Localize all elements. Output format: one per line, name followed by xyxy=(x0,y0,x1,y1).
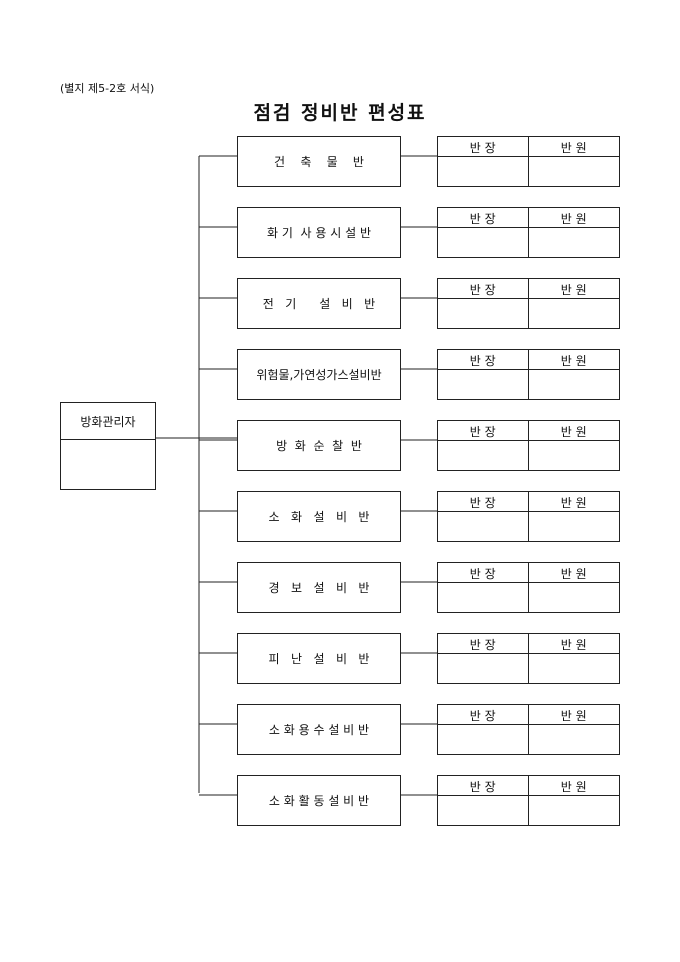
team-name: 화 기 사 용 시 설 반 xyxy=(267,226,371,240)
leader-header: 반 장 xyxy=(438,634,529,654)
team-name: 방 화 순 찰 반 xyxy=(276,439,362,453)
team-box: 소 화 활 동 설 비 반 xyxy=(237,775,401,826)
leader-header: 반 장 xyxy=(438,137,529,157)
members-cell[interactable] xyxy=(529,654,620,683)
team-box: 위험물,가연성가스설비반 xyxy=(237,349,401,400)
members-cell[interactable] xyxy=(529,796,620,825)
leader-header: 반 장 xyxy=(438,492,529,512)
page-title-text: 점검 정비반 편성표 xyxy=(253,102,427,124)
team-box: 건 축 물 반 xyxy=(237,136,401,187)
members-header: 반 원 xyxy=(528,279,619,299)
page-title: 점검 정비반 편성표 xyxy=(0,98,680,125)
members-header: 반 원 xyxy=(528,137,619,157)
leader-cell[interactable] xyxy=(438,441,529,470)
leader-cell[interactable] xyxy=(438,583,529,612)
leader-header: 반 장 xyxy=(438,563,529,583)
leader-header: 반 장 xyxy=(438,705,529,725)
team-name: 전 기 설 비 반 xyxy=(262,297,376,311)
form-label: (별지 제5-2호 서식) xyxy=(60,82,155,95)
leader-cell[interactable] xyxy=(438,228,529,257)
leader-header: 반 장 xyxy=(438,208,529,228)
team-name: 소 화 설 비 반 xyxy=(268,510,370,524)
members-header: 반 원 xyxy=(528,776,619,796)
team-name: 소 화 활 동 설 비 반 xyxy=(268,794,370,808)
team-box: 경 보 설 비 반 xyxy=(237,562,401,613)
leader-cell[interactable] xyxy=(438,299,529,328)
team-box: 화 기 사 용 시 설 반 xyxy=(237,207,401,258)
leader-cell[interactable] xyxy=(438,654,529,683)
leader-cell[interactable] xyxy=(438,725,529,754)
team-box: 소 화 설 비 반 xyxy=(237,491,401,542)
members-cell[interactable] xyxy=(529,512,620,541)
team-name: 위험물,가연성가스설비반 xyxy=(256,368,382,382)
team-box: 소 화 용 수 설 비 반 xyxy=(237,704,401,755)
members-cell[interactable] xyxy=(529,370,620,399)
members-cell[interactable] xyxy=(529,441,620,470)
manager-box: 방화관리자 xyxy=(60,402,156,490)
members-header: 반 원 xyxy=(528,705,619,725)
members-header: 반 원 xyxy=(528,350,619,370)
members-cell[interactable] xyxy=(529,583,620,612)
team-box: 피 난 설 비 반 xyxy=(237,633,401,684)
members-cell[interactable] xyxy=(529,725,620,754)
team-name: 피 난 설 비 반 xyxy=(268,652,370,666)
leader-cell[interactable] xyxy=(438,157,529,186)
leader-header: 반 장 xyxy=(438,776,529,796)
leader-header: 반 장 xyxy=(438,350,529,370)
team-name: 건 축 물 반 xyxy=(274,155,364,169)
members-header: 반 원 xyxy=(528,634,619,654)
members-cell[interactable] xyxy=(529,157,620,186)
leader-header: 반 장 xyxy=(438,421,529,441)
members-header: 반 원 xyxy=(528,208,619,228)
members-cell[interactable] xyxy=(529,299,620,328)
members-cell[interactable] xyxy=(529,228,620,257)
team-box: 전 기 설 비 반 xyxy=(237,278,401,329)
leader-cell[interactable] xyxy=(438,370,529,399)
team-box: 방 화 순 찰 반 xyxy=(237,420,401,471)
members-header: 반 원 xyxy=(528,492,619,512)
members-header: 반 원 xyxy=(528,421,619,441)
team-name: 경 보 설 비 반 xyxy=(268,581,370,595)
leader-header: 반 장 xyxy=(438,279,529,299)
manager-label: 방화관리자 xyxy=(61,403,155,440)
leader-cell[interactable] xyxy=(438,512,529,541)
team-name: 소 화 용 수 설 비 반 xyxy=(268,723,370,737)
members-header: 반 원 xyxy=(528,563,619,583)
leader-cell[interactable] xyxy=(438,796,529,825)
